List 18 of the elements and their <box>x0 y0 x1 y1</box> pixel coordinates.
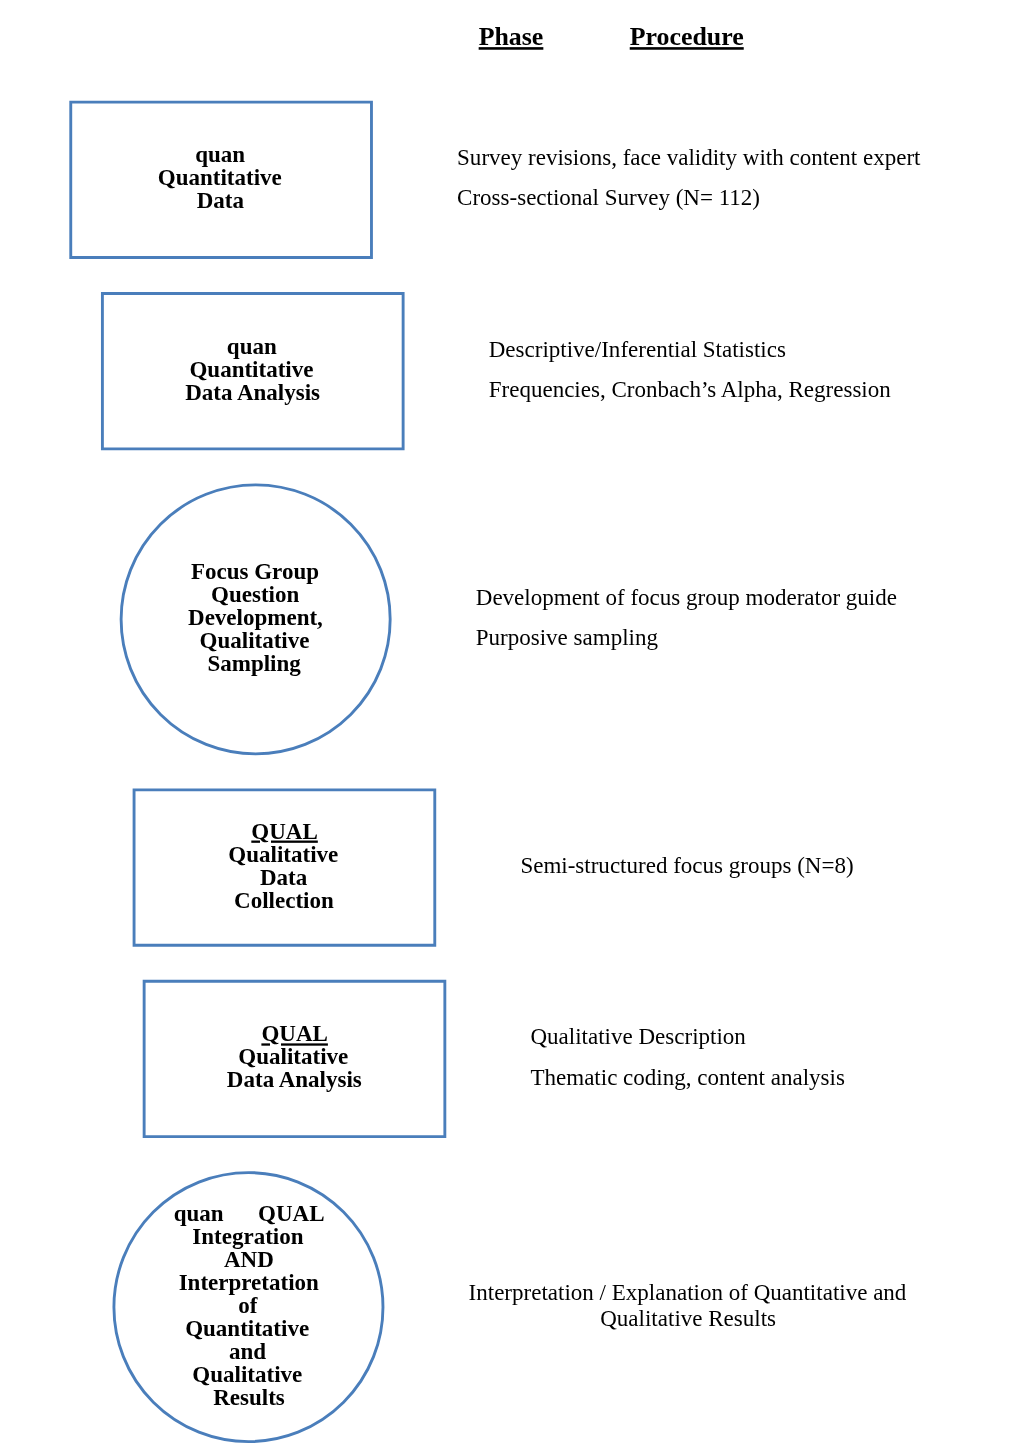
label: Procedure <box>629 22 744 52</box>
label: Development of focus group moderator guide <box>475 583 897 610</box>
label: Purposive sampling <box>475 623 658 650</box>
label: Frequencies, Cronbach’s Alpha, Regression <box>488 375 891 402</box>
label: Survey revisions, face validity with content expert <box>456 144 920 171</box>
node-circle: Focus Group Question Development, Qualitative Sampling <box>119 483 392 756</box>
label: Phase <box>478 22 543 52</box>
label: Descriptive/Inferential Statistics <box>488 335 786 362</box>
node-box: quan Quantitative Data Analysis <box>100 292 405 451</box>
node-circle: quan QUAL Integration AND Interpretation of Quantitative and Qualitative Results <box>112 1171 384 1444</box>
node-box: quan Quantitative Data <box>68 100 373 259</box>
label: Semi-structured focus groups (N=8) <box>519 852 854 879</box>
label: Qualitative Description <box>529 1023 746 1050</box>
label: Thematic coding, content analysis <box>529 1063 845 1090</box>
label: Interpretation / Explanation of Quantitative and Qualitative Results <box>468 1278 906 1331</box>
node-box: QUAL Qualitative Data Analysis <box>142 979 446 1139</box>
node-box: QUAL Qualitative Data Collection <box>132 788 436 947</box>
label: Cross-sectional Survey (N= 112) <box>456 184 760 211</box>
